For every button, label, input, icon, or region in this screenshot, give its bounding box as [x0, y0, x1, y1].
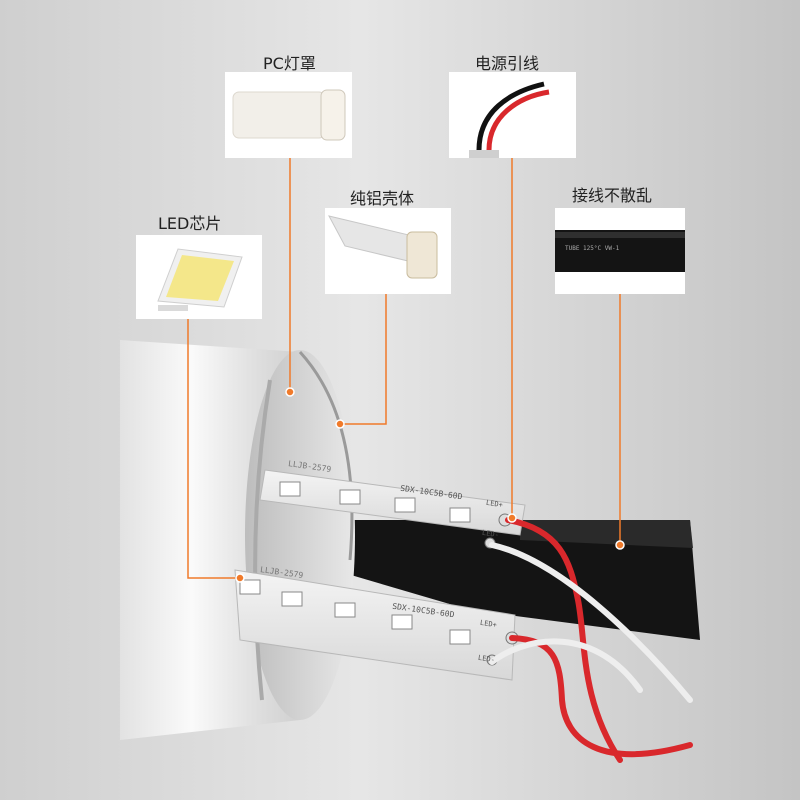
callout-label-aluminum-body: 纯铝壳体	[350, 189, 415, 208]
red-wire	[509, 635, 693, 758]
inner-rail	[253, 379, 272, 701]
led-chip	[391, 614, 413, 630]
cable-photo-box: TUBE 125°C VW-1	[555, 208, 685, 294]
callout-label-wiring: 接线不散乱	[572, 186, 653, 205]
tube-inner	[245, 350, 355, 720]
led-board-lower	[234, 569, 516, 681]
callout-label-led-chip: LED芯片	[158, 214, 222, 233]
led-chip-photo-box	[136, 235, 262, 319]
cable-photo	[555, 230, 685, 272]
pc-cover-photo	[232, 89, 346, 141]
led-chip	[334, 602, 356, 618]
white-wire	[489, 542, 693, 703]
white-wire	[489, 638, 643, 693]
led-chip	[239, 579, 261, 595]
cable-print-text: TUBE 125°C VW-1	[565, 245, 620, 252]
shell-rim	[298, 350, 354, 561]
led-chip	[281, 591, 303, 607]
led-chip	[279, 481, 301, 497]
leader-lines	[187, 158, 621, 579]
led-chip	[449, 507, 471, 523]
led-chip-photo	[157, 248, 243, 311]
red-wire	[505, 517, 623, 763]
aluminum-shell-photo-box	[325, 208, 451, 294]
cable-highlight	[520, 520, 693, 548]
power-wire-photo-box	[449, 72, 576, 158]
power-wire-photo	[469, 81, 550, 158]
callout-label-power-lead: 电源引线	[475, 54, 540, 73]
led-chip	[339, 489, 361, 505]
pc-cover-photo-box	[225, 72, 352, 158]
led-chip	[449, 629, 471, 645]
aluminum-shell-photo	[328, 215, 438, 279]
callout-label-pc-cover: PC灯罩	[263, 54, 316, 73]
led-chip	[394, 497, 416, 513]
leader-dots	[235, 387, 625, 583]
